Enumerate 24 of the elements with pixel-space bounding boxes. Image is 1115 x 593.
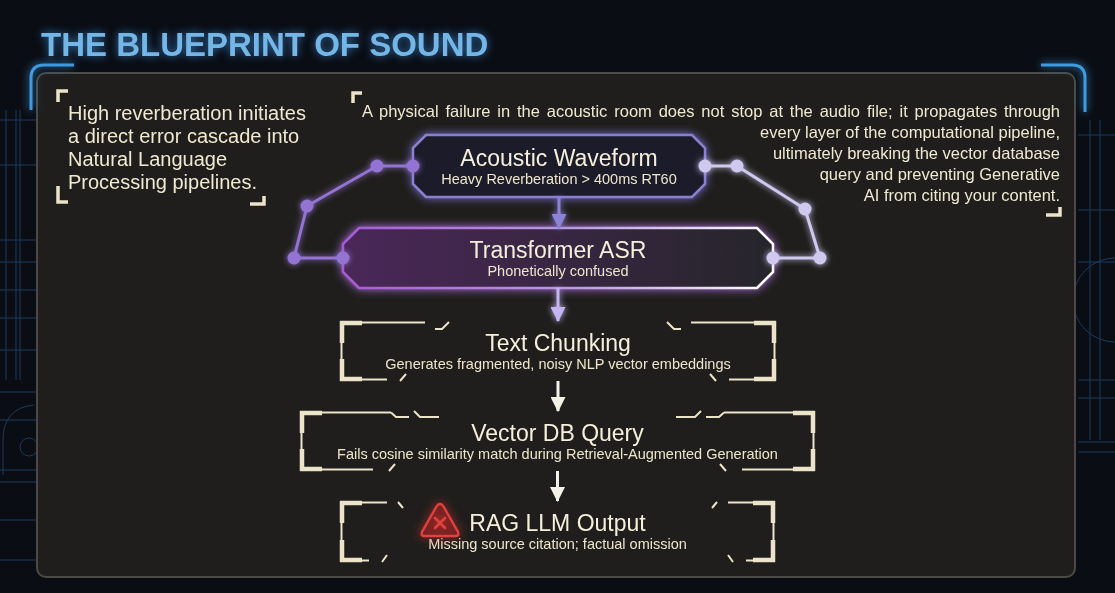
node-description: Generates fragmented, noisy NLP vector embeddings (385, 355, 731, 373)
node-description: Heavy Reverberation > 400ms RT60 (441, 170, 677, 188)
node-description: Missing source citation; factual omission (428, 536, 687, 553)
note-text: High reverberation initiates a direct error cascade into Natural Language Processing pipelines. (68, 102, 307, 194)
note-text: A physical failure in the acoustic room does not stop at the audio file; it propagates through (362, 101, 1060, 122)
process-frame (300, 411, 815, 471)
process-frame (340, 321, 776, 381)
node-description: Fails cosine similarity match during Retrieval-Augmented Generation (337, 445, 778, 463)
node-title: RAG LLM Output (469, 510, 646, 536)
node-title: Text Chunking (485, 329, 631, 356)
circuit-connector (698, 159, 827, 265)
arrow (550, 471, 565, 503)
process-box (343, 228, 773, 288)
arrow (550, 381, 566, 413)
node-title: Vector DB Query (471, 419, 644, 446)
process-box (413, 135, 705, 197)
circuit-connector (287, 159, 420, 265)
node-description: Phonetically confused (487, 262, 629, 280)
process-frame (340, 501, 775, 562)
node-title: Acoustic Waveform (460, 144, 658, 171)
title: THE BLUEPRINT OF SOUND (41, 26, 489, 64)
note-text: every layer of the computational pipeline, ultimately breaking the vector database query and preventing Generative AI from citing your content. (759, 122, 1060, 206)
node-title: Transformer ASR (469, 236, 647, 263)
arrow (550, 288, 566, 323)
